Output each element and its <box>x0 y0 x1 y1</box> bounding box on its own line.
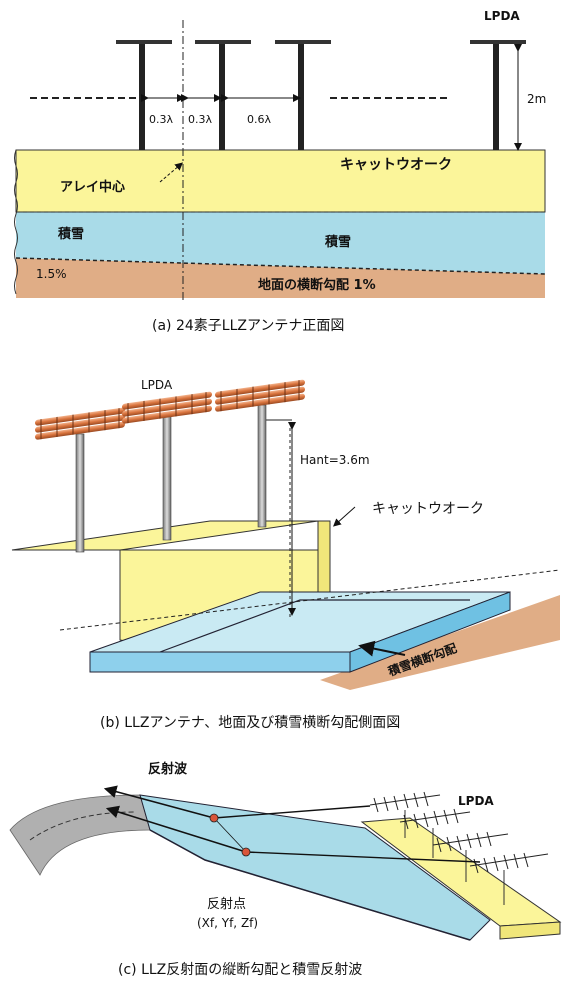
caption: (c) LLZ反射面の縦断勾配と積雪反射波 <box>118 962 362 978</box>
caption: (a) 24素子LLZアンテナ正面図 <box>152 318 344 334</box>
lpda-label: LPDA <box>458 794 494 808</box>
slope-label: 地面の横断勾配 1% <box>258 277 376 293</box>
spacing-label: 0.3λ <box>149 113 173 126</box>
reflection-point-label: 反射点 <box>207 896 246 912</box>
lpda-label: LPDA <box>141 378 173 392</box>
catwalk-label: キャットウオーク <box>340 157 452 173</box>
reflection-point-marker <box>241 847 251 857</box>
caption: (b) LLZアンテナ、地面及び積雪横断勾配側面図 <box>100 715 400 731</box>
lpda-array <box>35 379 305 440</box>
panel-a-front-view: LPDA 2m 0.3λ 0.3λ 0.6λ アレイ中心 キャットウオーク 積雪… <box>14 9 546 334</box>
antenna-element <box>116 40 172 150</box>
panel-b-side-view: LPDA Hant=3.6m キャットウオーク 積雪横断勾配 (b) LLZアン… <box>11 378 561 731</box>
antenna-height-label: Hant=3.6m <box>300 453 370 467</box>
coordinates-label: (Xf, Yf, Zf) <box>197 916 258 930</box>
lpda-array <box>369 791 549 874</box>
slope-label: 1.5% <box>36 267 67 281</box>
ground-slope <box>320 595 560 690</box>
array-center-label: アレイ中心 <box>60 179 125 195</box>
antenna-element <box>195 40 251 150</box>
lpda-label: LPDA <box>484 9 520 23</box>
antenna-element <box>470 40 526 150</box>
snow-layer <box>16 212 545 274</box>
snow-label: 積雪 <box>57 226 84 242</box>
snow-label: 積雪 <box>324 234 351 250</box>
antenna-element <box>275 40 331 150</box>
spacing-label: 0.3λ <box>188 113 212 126</box>
reflected-wave-label: 反射波 <box>148 761 188 777</box>
spacing-label: 0.6λ <box>247 113 271 126</box>
ground-surface <box>9 794 151 876</box>
height-label: 2m <box>527 92 546 106</box>
ground-layer <box>16 258 545 298</box>
catwalk-label: キャットウオーク <box>372 501 484 517</box>
panel-c-reflection: 反射波 LPDA 反射点 (Xf, Yf, Zf) (c) LLZ反射面の縦断勾… <box>9 761 562 978</box>
reflection-point-marker <box>209 813 219 823</box>
